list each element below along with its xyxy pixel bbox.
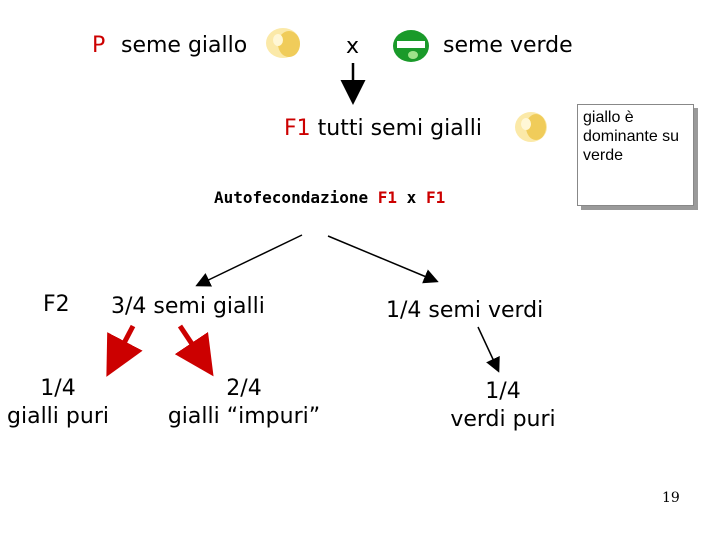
f2-green-line: 1/4 semi verdi: [386, 300, 543, 322]
pure-green-text: verdi puri: [444, 406, 562, 434]
impure-yellow-outcome: 2/4 gialli “impuri”: [165, 375, 323, 431]
selfing-prefix: Autofecondazione: [214, 188, 368, 207]
pure-yellow-fraction: 1/4: [2, 375, 114, 403]
pure-yellow-outcome: 1/4 gialli puri: [2, 375, 114, 431]
selfing-f1-b: F1: [426, 188, 445, 207]
selfing-f1-a: F1: [378, 188, 397, 207]
impure-yellow-fraction: 2/4: [165, 375, 323, 403]
arrow-to-pure-yellow: [111, 326, 133, 368]
page-number: 19: [662, 490, 680, 506]
pure-green-outcome: 1/4 verdi puri: [444, 378, 562, 434]
green-seed-label: seme verde: [443, 35, 573, 57]
parental-label: P: [92, 35, 105, 57]
yellow-seed-label: seme giallo: [121, 35, 247, 57]
f1-yellow-seed-icon: [514, 110, 550, 144]
green-seed-icon: [391, 27, 433, 65]
f2-green-fraction: 1/4: [386, 298, 421, 323]
f1-label: F1: [284, 116, 311, 141]
f1-line: F1 tutti semi gialli: [284, 118, 482, 140]
arrow-to-green-f2: [328, 236, 436, 281]
arrow-to-impure-yellow: [180, 326, 208, 368]
f1-text: tutti semi gialli: [318, 116, 482, 141]
arrow-to-yellow-f2: [198, 235, 302, 285]
yellow-seed-icon: [265, 26, 305, 60]
arrow-to-pure-green: [478, 327, 498, 370]
pure-yellow-text: gialli puri: [2, 403, 114, 431]
f2-yellow-line: 3/4 semi gialli: [111, 296, 265, 318]
selfing-line: Autofecondazione F1 x F1: [214, 188, 445, 207]
impure-yellow-text: gialli “impuri”: [165, 403, 323, 431]
f2-green-text: semi verdi: [428, 298, 543, 323]
cross-symbol: x: [346, 36, 359, 58]
f2-label: F2: [43, 294, 70, 316]
dominance-note: giallo è dominante su verde: [577, 104, 694, 206]
pure-green-fraction: 1/4: [444, 378, 562, 406]
f2-yellow-text: semi gialli: [153, 294, 264, 319]
f2-yellow-fraction: 3/4: [111, 294, 146, 319]
selfing-x: x: [407, 188, 417, 207]
